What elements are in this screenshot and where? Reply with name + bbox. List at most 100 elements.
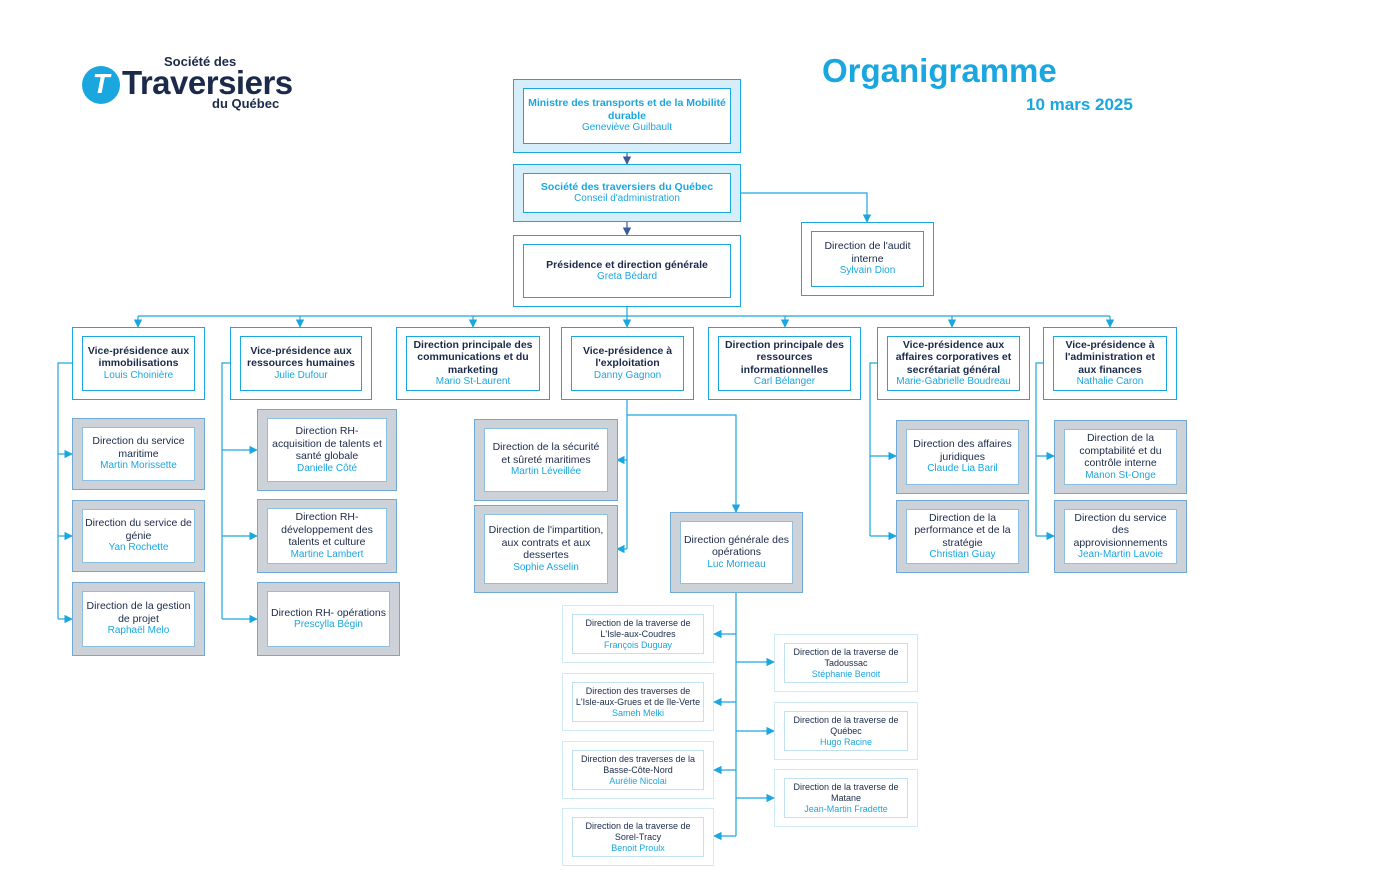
logo-line-2: Traversiers <box>122 64 293 101</box>
node-title: Vice-présidence à l'exploitation <box>582 344 673 370</box>
node-title: Direction de la gestion de projet <box>86 600 191 625</box>
page-date: 10 mars 2025 <box>1026 95 1133 114</box>
node-inner-box: Direction des traverses de la Basse-Côte… <box>572 750 704 790</box>
node-person-name: François Duguay <box>603 639 673 650</box>
node-title: Direction principale des communications … <box>413 338 533 376</box>
connector-vp-rh-children <box>221 362 230 619</box>
node-inner-box: Direction RH- développement des talents … <box>267 508 387 564</box>
node-title: Direction des affaires juridiques <box>913 438 1012 463</box>
node-title: Direction des traverses de L'Isle-aux-Gr… <box>575 685 701 707</box>
node-person-name: Conseil d'administration <box>574 193 680 204</box>
node-title: Vice-présidence aux affaires corporative… <box>895 338 1012 376</box>
node-person-name: Jean-Martin Fradette <box>804 803 888 814</box>
connector-societe-audit <box>741 192 872 223</box>
node-person-name: Luc Morneau <box>707 558 766 570</box>
node-title: Direction principale des ressources info… <box>724 338 845 376</box>
node-title: Société des traversiers du Québec <box>540 180 714 193</box>
node-title: Direction de l'impartition, aux contrats… <box>488 524 604 561</box>
node-inner-box: Direction de la traverse de L'Isle-aux-C… <box>572 614 704 654</box>
node-title: Direction RH- développement des talents … <box>281 511 373 548</box>
node-person-name: Geneviève Guilbault <box>581 122 673 134</box>
node-dp-comm: Direction principale des communications … <box>396 327 550 400</box>
node-person-name: Marie-Gabrielle Boudreau <box>896 376 1011 387</box>
node-inner-box: Direction de la comptabilité et du contr… <box>1064 429 1177 485</box>
connector-vp-immo-children <box>57 362 72 619</box>
node-person-name: Manon St-Onge <box>1085 469 1156 481</box>
connector-arrow <box>627 414 741 513</box>
stq-logo-mark-icon: T <box>82 66 120 104</box>
node-person-name: Danielle Côté <box>296 462 358 474</box>
connector-vp-corp-children <box>869 362 877 536</box>
node-title: Direction de la comptabilité et du contr… <box>1079 432 1162 469</box>
node-vp-adm: Vice-présidence à l'administration et au… <box>1043 327 1177 400</box>
stq-logo: T Société des Traversiers du Québec <box>82 54 332 111</box>
node-inner-box: Direction principale des ressources info… <box>718 336 851 391</box>
node-title: Présidence et direction générale <box>546 258 708 271</box>
node-title: Direction de la performance et de la str… <box>914 511 1011 549</box>
node-title: Vice-présidence aux immobilisations <box>87 344 190 370</box>
page-title: Organigramme <box>822 52 1057 89</box>
node-person-name: Stéphanie Benoit <box>811 668 881 679</box>
node-t-isle-coudres: Direction de la traverse de L'Isle-aux-C… <box>562 605 714 663</box>
node-t-basse-cote: Direction des traverses de la Basse-Côte… <box>562 741 714 799</box>
node-inner-box: Vice-présidence aux affaires corporative… <box>887 336 1020 391</box>
node-person-name: Prescylla Bégin <box>294 619 363 630</box>
node-person-name: Martin Léveillée <box>510 466 582 478</box>
node-person-name: Hugo Racine <box>819 736 873 747</box>
node-person-name: Sophie Asselin <box>513 561 579 573</box>
logo-line-3: du Québec <box>212 96 280 111</box>
node-vp-corp: Vice-présidence aux affaires corporative… <box>877 327 1030 400</box>
node-person-name: Julie Dufour <box>274 369 328 381</box>
node-inner-box: Direction de l'impartition, aux contrats… <box>484 514 608 584</box>
node-person-name: Claude Lia Baril <box>927 463 998 475</box>
node-rh-dev: Direction RH- développement des talents … <box>257 499 397 573</box>
node-title: Direction RH- acquisition de talents et … <box>272 425 382 462</box>
node-person-name: Sylvain Dion <box>839 265 896 277</box>
node-person-name: Mario St-Laurent <box>435 376 511 387</box>
node-inner-box: Direction principale des communications … <box>406 336 540 391</box>
node-title: Vice-présidence à l'administration et au… <box>1064 338 1155 376</box>
node-inner-box: Direction des traverses de L'Isle-aux-Gr… <box>572 682 704 722</box>
node-t-isle-grues: Direction des traverses de L'Isle-aux-Gr… <box>562 673 714 731</box>
node-title: Vice-présidence aux ressources humaines <box>247 344 355 370</box>
node-inner-box: Direction de la sécurité et sûreté marit… <box>484 428 608 492</box>
node-d-impart: Direction de l'impartition, aux contrats… <box>474 505 618 593</box>
node-title: Direction de la sécurité et sûreté marit… <box>492 441 600 466</box>
node-inner-box: Vice-présidence à l'administration et au… <box>1053 336 1167 391</box>
node-dp-ri: Direction principale des ressources info… <box>708 327 861 400</box>
node-person-name: Nathalie Caron <box>1076 376 1144 387</box>
node-d-appro: Direction du service des approvisionneme… <box>1054 500 1187 573</box>
node-ministre: Ministre des transports et de la Mobilit… <box>513 79 741 153</box>
node-person-name: Raphaël Melo <box>107 625 170 637</box>
node-inner-box: Direction RH- acquisition de talents et … <box>267 418 387 482</box>
node-person-name: Sameh Melki <box>611 707 665 718</box>
node-rh-acq: Direction RH- acquisition de talents et … <box>257 409 397 491</box>
node-d-surete: Direction de la sécurité et sûreté marit… <box>474 419 618 501</box>
node-person-name: Benoit Proulx <box>611 842 665 853</box>
node-title: Direction de la traverse de Tadoussac <box>793 646 899 668</box>
